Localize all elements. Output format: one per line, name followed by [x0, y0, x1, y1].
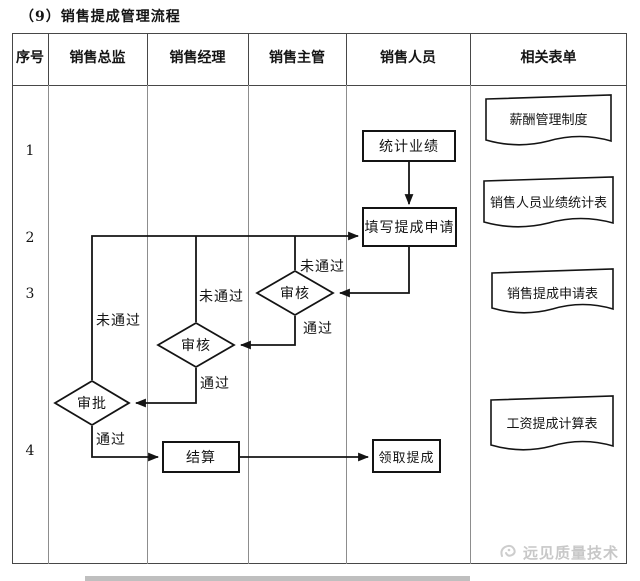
edge-label-fail-director: 未通过	[96, 313, 141, 329]
connector-director-to-settlement	[91, 426, 160, 462]
header-seq: 序号	[16, 50, 44, 67]
connector-fill-to-review-supervisor	[338, 247, 410, 298]
watermark-logo-icon	[498, 542, 518, 562]
decision-review-supervisor-label: 审核	[280, 286, 310, 302]
bottom-bar	[85, 576, 470, 581]
header-supervisor: 销售主管	[269, 50, 325, 67]
row-number-1: 1	[25, 143, 35, 159]
document-label-performance-statistics: 销售人员业绩统计表	[489, 195, 607, 211]
row-number-3: 3	[25, 286, 35, 302]
connector-supervisor-to-manager	[239, 316, 296, 350]
edge-label-fail-supervisor: 未通过	[300, 259, 345, 275]
column-border	[147, 33, 148, 85]
column-border	[248, 33, 249, 85]
document-label-salary-calculation: 工资提成计算表	[506, 416, 598, 432]
header-manager: 销售经理	[169, 50, 226, 67]
header-forms: 相关表单	[520, 50, 577, 67]
edge-label-pass-supervisor: 通过	[303, 321, 333, 337]
process-settlement: 结算	[162, 441, 240, 473]
page-title: （9）销售提成管理流程	[20, 9, 181, 25]
decision-review-supervisor-shape	[255, 269, 335, 317]
document-shape-3	[491, 268, 614, 314]
row-number-4: 4	[25, 443, 35, 459]
document-shape-4	[490, 395, 614, 451]
connector-fail-return-to-fill	[91, 231, 360, 380]
edge-label-pass-manager: 通过	[200, 376, 230, 392]
watermark-text: 远见质量技术	[523, 543, 620, 562]
watermark: 远见质量技术	[498, 540, 626, 564]
process-receive-commission: 领取提成	[372, 439, 441, 473]
document-shape-1	[485, 94, 612, 146]
edge-label-fail-manager: 未通过	[199, 289, 244, 305]
column-border	[48, 33, 49, 85]
column-border	[346, 33, 347, 85]
header-salesperson: 销售人员	[380, 50, 436, 67]
connector-manager-to-director	[134, 368, 197, 408]
decision-approve-director-shape	[53, 379, 131, 427]
table-frame	[12, 33, 627, 564]
column-border	[346, 85, 347, 564]
column-border	[470, 33, 471, 85]
decision-review-manager-shape	[156, 321, 236, 369]
column-border	[470, 85, 471, 564]
document-label-compensation-policy: 薪酬管理制度	[509, 112, 588, 128]
decision-review-manager-label: 审核	[181, 338, 211, 354]
column-border	[248, 85, 249, 564]
process-fill-application: 填写提成申请	[362, 207, 457, 247]
column-border	[48, 85, 49, 564]
document-shape-2	[483, 176, 614, 228]
column-border	[147, 85, 148, 564]
edge-label-pass-director: 通过	[96, 432, 126, 448]
header-bottom-border	[12, 85, 627, 86]
document-label-commission-application: 销售提成申请表	[506, 286, 598, 302]
row-number-2: 2	[25, 230, 35, 246]
decision-approve-director-label: 审批	[77, 396, 107, 412]
process-statistics: 统计业绩	[362, 130, 456, 162]
header-director: 销售总监	[69, 50, 126, 67]
